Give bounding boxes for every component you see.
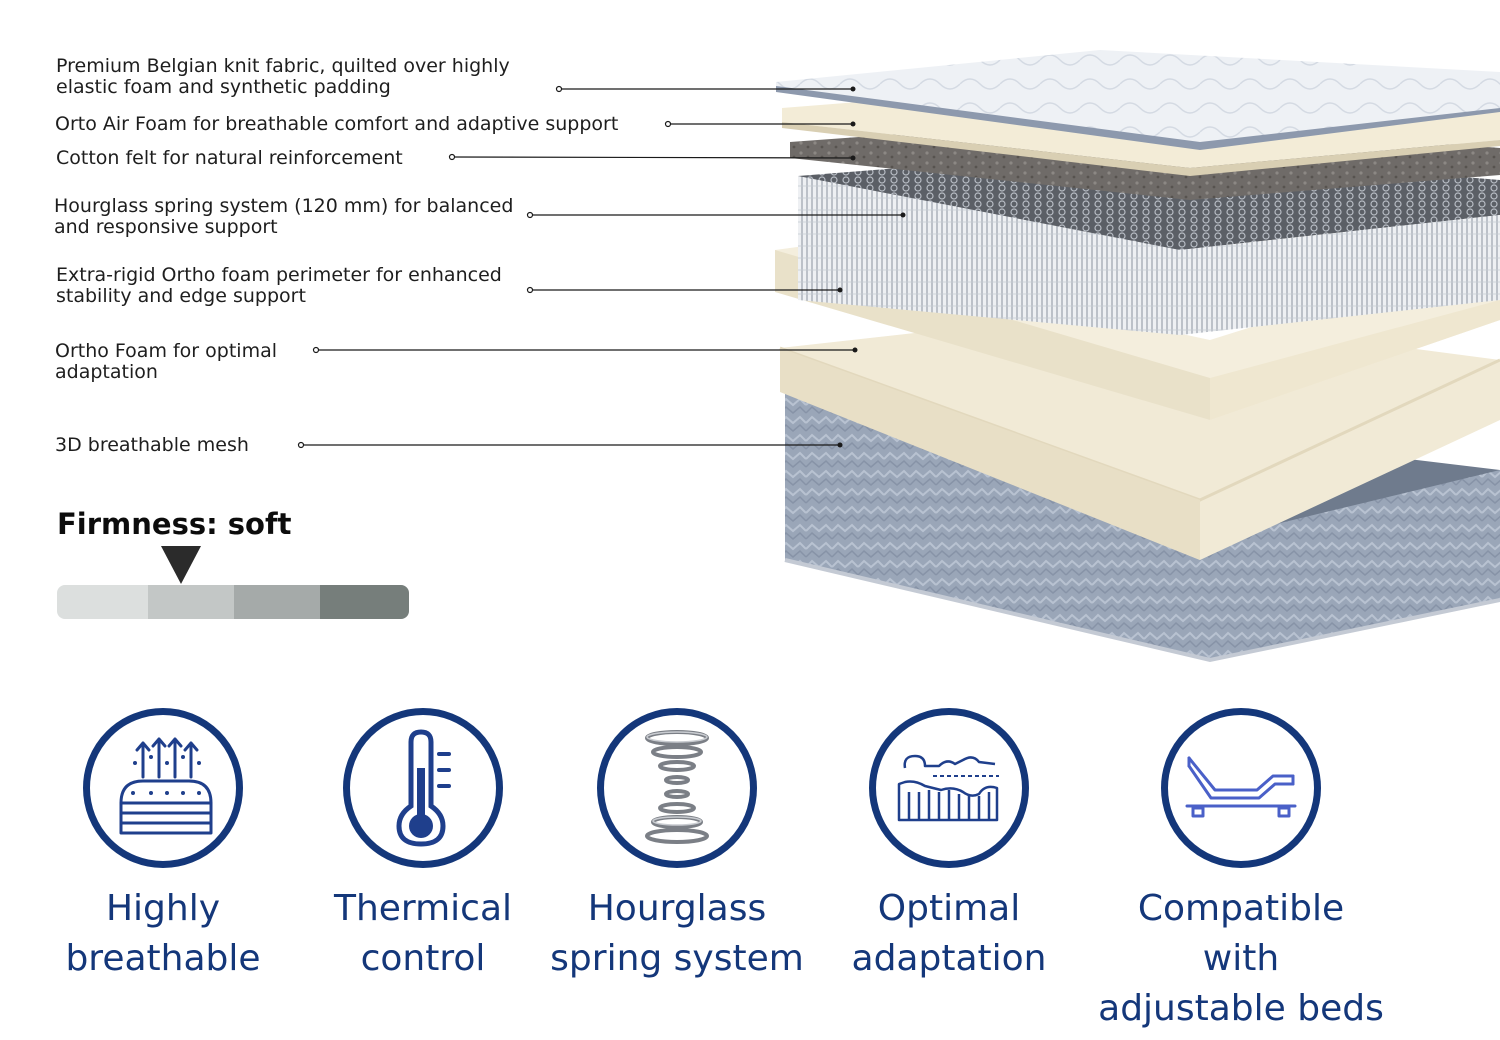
feature-label-line: breathable [65,938,261,979]
layer-label-line: Extra-rigid Ortho foam perimeter for enh… [56,264,502,286]
firmness-segment [320,585,409,619]
layer-label-line: elastic foam and synthetic padding [56,76,391,98]
layer-label-line: adaptation [55,361,158,383]
firmness-scale [57,585,409,619]
feature-label: Hourglass spring system [532,884,822,984]
layer-label-foam-perimeter: Extra-rigid Ortho foam perimeter for enh… [56,265,502,307]
feature-circle [83,708,243,868]
firmness-segment [234,585,320,619]
feature-circle [343,708,503,868]
adjustable-bed-icon [1185,756,1297,818]
feature-label-line: adjustable beds [1098,988,1384,1029]
firmness-title: Firmness: soft [57,507,292,541]
feature-label: Highly breathable [18,884,308,984]
layer-label-line: Orto Air Foam for breathable comfort and… [55,113,619,135]
mattress-layers-illustration [775,50,1500,663]
knit-fabric-layer [776,50,1500,150]
feature-label: Compatible with adjustable beds [1096,884,1386,1034]
feature-circle [597,708,757,868]
layer-label-line: 3D breathable mesh [55,434,249,456]
feature-breathable: Highly breathable [18,708,308,984]
feature-label-line: Compatible with [1137,888,1345,979]
feature-thermal: Thermical control [278,708,568,984]
feature-circle [869,708,1029,868]
layer-label-cotton-felt: Cotton felt for natural reinforcement [56,148,403,169]
feature-label-line: spring system [550,938,804,979]
layer-label-springs: Hourglass spring system (120 mm) for bal… [54,196,513,238]
layer-label-line: Cotton felt for natural reinforcement [56,147,403,169]
feature-label: Optimal adaptation [804,884,1094,984]
feature-label: Thermical control [278,884,568,984]
layer-label-line: stability and edge support [56,285,306,307]
body-adaptation-icon [897,754,999,822]
feature-label-line: control [360,938,486,979]
firmness-segment [57,585,148,619]
feature-label-line: Thermical [333,888,513,929]
feature-circle [1161,708,1321,868]
layer-label-line: and responsive support [54,216,278,238]
layer-label-air-foam: Orto Air Foam for breathable comfort and… [55,114,618,135]
feature-label-line: Optimal [877,888,1021,929]
feature-spring: Hourglass spring system [532,708,822,984]
layer-label-mesh: 3D breathable mesh [55,435,249,456]
feature-label-line: Highly [105,888,221,929]
layer-label-line: Ortho Foam for optimal [55,340,277,362]
feature-adjustable: Compatible with adjustable beds [1096,708,1386,1034]
breathable-mattress-icon [119,737,213,835]
layer-label-line: Premium Belgian knit fabric, quilted ove… [56,55,510,77]
feature-label-line: adaptation [851,938,1047,979]
layer-label-fabric: Premium Belgian knit fabric, quilted ove… [56,56,510,98]
hourglass-spring-icon [645,730,709,844]
layer-label-line: Hourglass spring system (120 mm) for bal… [54,195,514,217]
firmness-marker [161,546,201,584]
layer-label-ortho-foam: Ortho Foam for optimal adaptation [55,341,277,383]
firmness-segment [148,585,234,619]
thermometer-icon [396,729,451,847]
leader-lines [297,85,903,449]
feature-adaptation: Optimal adaptation [804,708,1094,984]
feature-label-line: Hourglass [587,888,767,929]
